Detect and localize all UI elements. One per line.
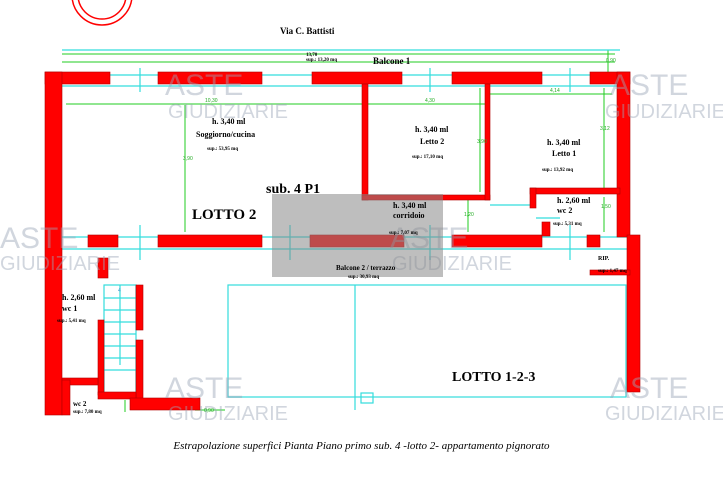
svg-text:wc 1: wc 1 (62, 304, 77, 313)
svg-text:GIUDIZIARIE: GIUDIZIARIE (0, 253, 120, 275)
caption: Estrapolazione superfici Pianta Piano pr… (173, 440, 550, 452)
svg-text:Soggiorno/cucina: Soggiorno/cucina (196, 130, 255, 139)
svg-text:3,90: 3,90 (477, 139, 487, 145)
north-arrow-icon (71, 0, 133, 26)
svg-text:0,90: 0,90 (204, 408, 214, 414)
svg-text:sup.: 13,92 mq: sup.: 13,92 mq (542, 168, 573, 173)
svg-text:sup.: 7,07 mq: sup.: 7,07 mq (389, 231, 418, 236)
dimension-lines (62, 50, 615, 412)
svg-text:wc 2: wc 2 (73, 400, 87, 408)
svg-text:4,14: 4,14 (550, 88, 560, 94)
svg-text:Letto 2: Letto 2 (420, 137, 444, 146)
svg-text:GIUDIZIARIE: GIUDIZIARIE (605, 403, 723, 425)
svg-text:sup.: 1,47 mq: sup.: 1,47 mq (598, 269, 627, 274)
svg-text:ASTE: ASTE (610, 69, 688, 102)
svg-text:sup.: 17,10 mq: sup.: 17,10 mq (412, 155, 443, 160)
svg-text:ASTE: ASTE (165, 69, 243, 102)
svg-text:1,50: 1,50 (601, 204, 611, 210)
svg-text:sup.: 13,20 mq: sup.: 13,20 mq (306, 58, 337, 63)
svg-text:4: 4 (118, 288, 121, 294)
svg-text:ASTE: ASTE (0, 222, 78, 255)
svg-text:1,20: 1,20 (464, 212, 474, 218)
svg-text:GIUDIZIARIE: GIUDIZIARIE (168, 101, 288, 123)
svg-text:0,90: 0,90 (606, 58, 616, 64)
svg-text:GIUDIZIARIE: GIUDIZIARIE (168, 403, 288, 425)
svg-text:sup.: 53,95 mq: sup.: 53,95 mq (207, 147, 238, 152)
dimension-values: 10,30 4,30 4,14 3,90 3,90 3,12 1,50 1,20… (118, 58, 616, 414)
svg-text:Balcone 2 / terrazzo: Balcone 2 / terrazzo (336, 264, 396, 272)
svg-text:ASTE: ASTE (165, 372, 243, 405)
svg-text:10,30: 10,30 (205, 98, 218, 104)
svg-text:sup.: 5,31 mq: sup.: 5,31 mq (553, 222, 582, 227)
svg-text:4,30: 4,30 (425, 98, 435, 104)
svg-text:sup.: 7,80 mq: sup.: 7,80 mq (73, 410, 102, 415)
balcone1-label: Balcone 1 (373, 56, 411, 66)
svg-text:h. 2,60 ml: h. 2,60 ml (557, 196, 591, 205)
labels: Via C. Battisti Balcone 1 sup.: 13,20 mq… (57, 26, 627, 415)
svg-text:3,12: 3,12 (600, 126, 610, 132)
svg-text:GIUDIZIARIE: GIUDIZIARIE (605, 101, 723, 123)
lotto123-label: LOTTO 1-2-3 (452, 370, 535, 385)
svg-text:Letto 1: Letto 1 (552, 149, 576, 158)
watermark-logo-box (272, 194, 443, 277)
svg-text:ASTE: ASTE (610, 372, 688, 405)
svg-text:13,70: 13,70 (306, 53, 318, 58)
svg-text:h. 2,60 ml: h. 2,60 ml (62, 293, 96, 302)
staircase (103, 284, 137, 398)
svg-text:sup.: 30,93 mq: sup.: 30,93 mq (348, 275, 379, 280)
lotto2-label: LOTTO 2 (192, 207, 256, 223)
street-label: Via C. Battisti (280, 26, 335, 36)
svg-text:h. 3,40 ml: h. 3,40 ml (415, 125, 449, 134)
svg-text:h. 3,40 ml: h. 3,40 ml (393, 201, 427, 210)
svg-text:sup.: 5,41 mq: sup.: 5,41 mq (57, 319, 86, 324)
svg-text:h. 3,40 ml: h. 3,40 ml (212, 117, 246, 126)
svg-text:h. 3,40 ml: h. 3,40 ml (547, 138, 581, 147)
sub-label: sub. 4 P1 (266, 182, 320, 197)
svg-text:corridoio: corridoio (393, 211, 425, 220)
svg-text:3,90: 3,90 (183, 156, 193, 162)
svg-text:RIP.: RIP. (598, 256, 610, 262)
svg-text:wc 2: wc 2 (557, 206, 572, 215)
